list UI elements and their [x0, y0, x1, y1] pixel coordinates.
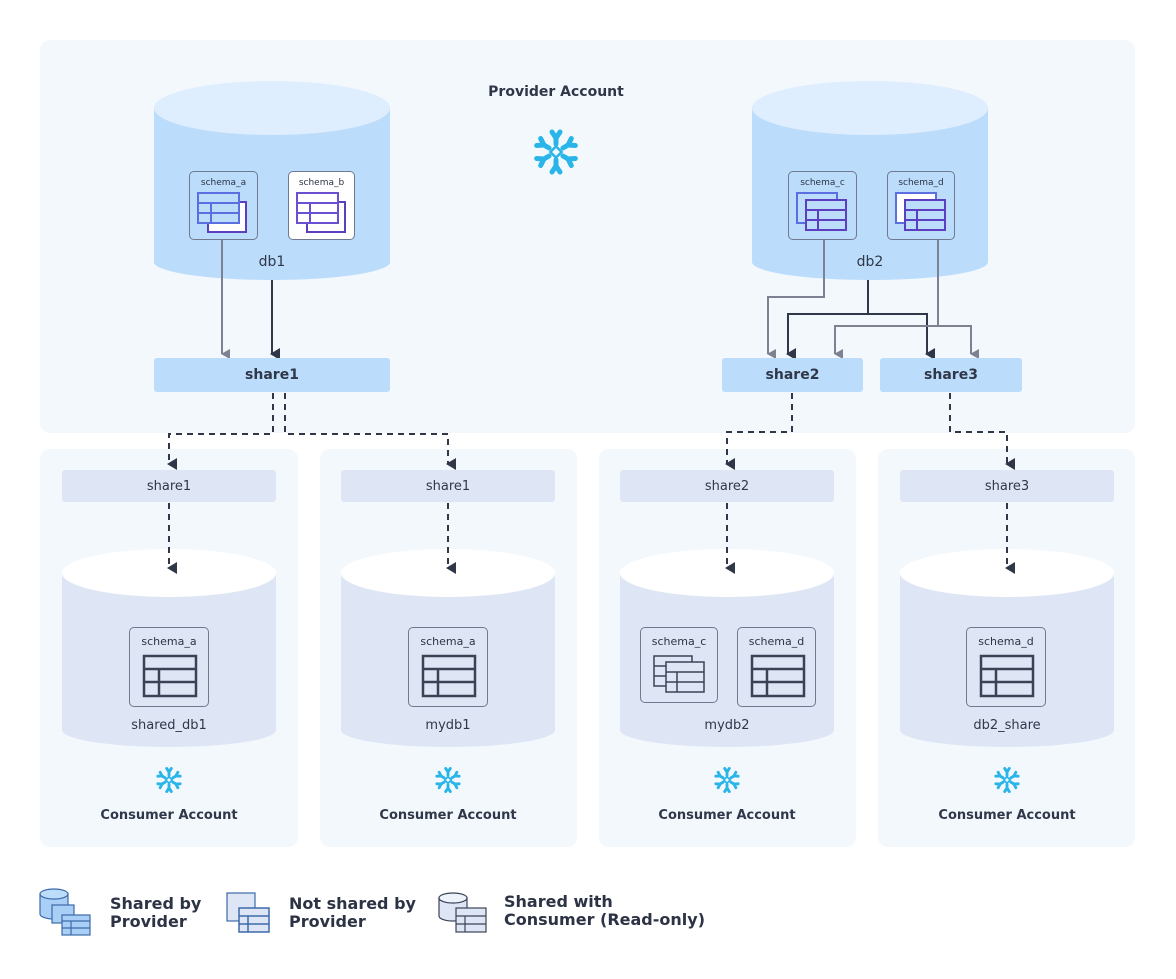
consumer-account-title: Consumer Account	[938, 808, 1076, 823]
provider-account-title: Provider Account	[488, 84, 624, 100]
not-shared-schema-tables-icon	[296, 192, 346, 233]
db1-label: db1	[258, 254, 286, 270]
legend-label-shared-by-provider: Shared by Provider	[110, 894, 202, 931]
consumer-account-title: Consumer Account	[379, 808, 517, 823]
consumer-account-title: Consumer Account	[100, 808, 238, 823]
consumer-share-1[interactable]: share1	[62, 470, 276, 502]
consumer-db-label: mydb2	[704, 718, 750, 733]
consumer-schema-box: schema_d	[737, 627, 816, 707]
consumer-share-4[interactable]: share3	[900, 470, 1114, 502]
consumer-share-2[interactable]: share1	[341, 470, 555, 502]
provider-share1[interactable]: share1	[154, 358, 390, 392]
consumer-schema-box: schema_d	[966, 627, 1046, 707]
consumer-schema-box: schema_a	[408, 627, 488, 707]
legend-label-not-shared: Not shared by Provider	[289, 894, 416, 931]
read-only-table-icon	[979, 654, 1035, 698]
schema-box-schema-c: schema_c	[788, 171, 857, 240]
shared-schema-tables-icon	[895, 192, 946, 231]
consumer-db-label: shared_db1	[131, 718, 207, 733]
consumer-account-title: Consumer Account	[658, 808, 796, 823]
read-only-table-icon	[142, 654, 198, 698]
schema-box-schema-a: schema_a	[189, 171, 258, 240]
legend-label-shared-with-consumer: Shared with Consumer (Read-only)	[504, 892, 706, 929]
consumer-db-label: mydb1	[425, 718, 471, 733]
shared-schema-tables-icon	[796, 192, 847, 231]
provider-share2[interactable]: share2	[722, 358, 863, 392]
snowflake-icon	[156, 767, 182, 793]
snowflake-icon	[714, 767, 740, 793]
read-only-table-icon	[750, 654, 806, 698]
db2-to-shares-connectors	[767, 239, 979, 360]
shared-schema-tables-icon	[197, 192, 247, 233]
consumer-schema-box: schema_a	[129, 627, 209, 707]
not-shared-icon	[226, 892, 270, 933]
schema-box-schema-d: schema_d	[887, 171, 955, 240]
snowflake-icon	[435, 767, 461, 793]
db1-to-share1-connectors	[221, 239, 280, 360]
read-only-tables-icon	[653, 655, 705, 693]
consumer-schema-box: schema_c	[640, 627, 718, 703]
shared-with-consumer-icon	[438, 892, 487, 933]
shared-by-provider-icon	[39, 888, 91, 936]
consumer-db-label: db2_share	[973, 718, 1041, 733]
read-only-table-icon	[421, 654, 477, 698]
db2-label: db2	[856, 254, 884, 270]
provider-share3[interactable]: share3	[880, 358, 1022, 392]
snowflake-logo-icon	[534, 129, 578, 175]
consumer-share-3[interactable]: share2	[620, 470, 834, 502]
share-dashed-connectors	[167, 393, 1015, 574]
schema-box-schema-b: schema_b	[288, 171, 355, 240]
snowflake-icon	[994, 767, 1020, 793]
